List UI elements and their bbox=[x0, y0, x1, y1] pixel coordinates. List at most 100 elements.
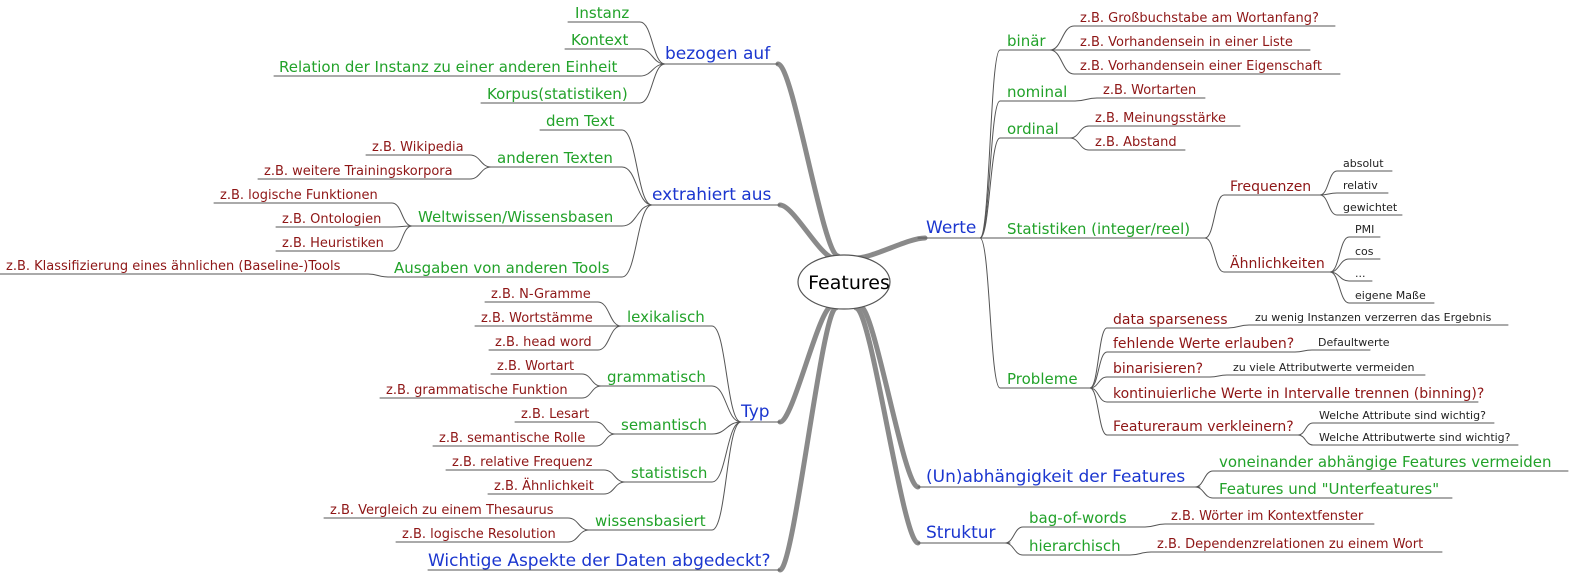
node-vorhandensein-eigenschaft[interactable]: z.B. Vorhandensein einer Eigenschaft bbox=[1080, 59, 1322, 74]
node-trainingskorpora[interactable]: z.B. weitere Trainingskorpora bbox=[264, 164, 453, 179]
line-featureraum bbox=[1089, 387, 1299, 436]
node-wissensbasiert[interactable]: wissensbasiert bbox=[595, 512, 706, 530]
node-dem-text[interactable]: dem Text bbox=[546, 112, 615, 130]
node-absolut[interactable]: absolut bbox=[1343, 157, 1384, 170]
node-aehnlichkeiten[interactable]: Ähnlichkeiten bbox=[1230, 254, 1325, 272]
node-aehnlichkeit[interactable]: z.B. Ähnlichkeit bbox=[494, 478, 594, 494]
node-grammatische-funktion[interactable]: z.B. grammatische Funktion bbox=[386, 383, 568, 398]
node-attribute-wichtig[interactable]: Welche Attribute sind wichtig? bbox=[1319, 409, 1486, 422]
node-fehlende-werte[interactable]: fehlende Werte erlauben? bbox=[1113, 336, 1294, 352]
node-dependenzrelationen[interactable]: z.B. Dependenzrelationen zu einem Wort bbox=[1157, 537, 1423, 552]
node-dots[interactable]: ... bbox=[1355, 267, 1366, 280]
line-instanz bbox=[567, 21, 666, 65]
line-heuristiken bbox=[275, 225, 413, 252]
line-defaultwerte bbox=[1294, 349, 1371, 353]
node-head-word[interactable]: z.B. head word bbox=[495, 335, 592, 350]
root-node[interactable]: Features bbox=[797, 254, 891, 310]
line-attributwerte-vermeiden bbox=[1209, 374, 1426, 378]
node-thesaurus[interactable]: z.B. Vergleich zu einem Thesaurus bbox=[330, 503, 554, 518]
branch-abhaengigkeit[interactable]: (Un)abhängigkeit der Features bbox=[926, 467, 1185, 487]
line-logres bbox=[395, 529, 590, 543]
node-data-sparseness[interactable]: data sparseness bbox=[1113, 312, 1227, 328]
node-zu-wenig-instanzen[interactable]: zu wenig Instanzen verzerren das Ergebni… bbox=[1255, 311, 1492, 324]
node-wortstaemme[interactable]: z.B. Wortstämme bbox=[481, 311, 593, 326]
line-frequenzen bbox=[1204, 194, 1321, 239]
node-hierarchisch[interactable]: hierarchisch bbox=[1029, 537, 1121, 555]
node-probleme[interactable]: Probleme bbox=[1007, 370, 1078, 388]
branch-bezogen-auf[interactable]: bezogen auf bbox=[665, 44, 771, 64]
line-cos bbox=[1329, 258, 1381, 273]
node-bag-of-words[interactable]: bag-of-words bbox=[1029, 509, 1127, 527]
line-probleme bbox=[979, 237, 1091, 389]
node-statistisch[interactable]: statistisch bbox=[631, 464, 707, 482]
node-binaer[interactable]: binär bbox=[1007, 32, 1046, 50]
node-cos[interactable]: cos bbox=[1355, 245, 1374, 258]
node-frequenzen[interactable]: Frequenzen bbox=[1230, 179, 1311, 195]
branch-extrahiert-aus[interactable]: extrahiert aus bbox=[652, 185, 772, 205]
node-n-gramme[interactable]: z.B. N-Gramme bbox=[491, 287, 591, 302]
branch-line-wichtige-aspekte-inner bbox=[778, 306, 838, 572]
node-nominal[interactable]: nominal bbox=[1007, 83, 1067, 101]
line-data-sparseness bbox=[1089, 327, 1229, 389]
node-semantische-rolle[interactable]: z.B. semantische Rolle bbox=[439, 431, 585, 446]
node-semantisch[interactable]: semantisch bbox=[621, 416, 707, 434]
node-gewichtet[interactable]: gewichtet bbox=[1343, 201, 1398, 214]
node-pmi[interactable]: PMI bbox=[1355, 223, 1374, 236]
line-semrolle bbox=[432, 433, 616, 447]
node-logische-funktionen[interactable]: z.B. logische Funktionen bbox=[220, 188, 378, 203]
node-grossbuchstabe[interactable]: z.B. Großbuchstabe am Wortanfang? bbox=[1080, 11, 1319, 26]
node-binarisieren[interactable]: binarisieren? bbox=[1113, 361, 1203, 377]
node-lexikalisch[interactable]: lexikalisch bbox=[627, 308, 705, 326]
line-relfreq bbox=[445, 469, 626, 483]
node-eigene-masse[interactable]: eigene Maße bbox=[1355, 289, 1426, 302]
node-heuristiken[interactable]: z.B. Heuristiken bbox=[282, 236, 384, 251]
line-relativ bbox=[1319, 192, 1389, 196]
node-featureraum[interactable]: Featureraum verkleinern? bbox=[1113, 419, 1294, 435]
line-abstand bbox=[1069, 137, 1186, 151]
node-ordinal[interactable]: ordinal bbox=[1007, 120, 1059, 138]
node-unterfeatures[interactable]: Features und "Unterfeatures" bbox=[1219, 480, 1439, 498]
line-gramfunk bbox=[379, 385, 602, 399]
line-abh-vermeiden bbox=[1194, 470, 1569, 488]
node-meinungsstaerke[interactable]: z.B. Meinungsstärke bbox=[1095, 111, 1226, 126]
node-attributwerte-vermeiden[interactable]: zu viele Attributwerte vermeiden bbox=[1233, 361, 1414, 374]
node-binning[interactable]: kontinuierliche Werte in Intervalle tren… bbox=[1113, 386, 1484, 402]
node-kontext[interactable]: Kontext bbox=[571, 31, 628, 49]
node-kontextfenster[interactable]: z.B. Wörter im Kontextfenster bbox=[1171, 509, 1364, 524]
branch-struktur[interactable]: Struktur bbox=[926, 523, 996, 543]
node-anderen-texten[interactable]: anderen Texten bbox=[497, 149, 613, 167]
node-weltwissen[interactable]: Weltwissen/Wissensbasen bbox=[418, 208, 613, 226]
line-dem-text bbox=[539, 129, 653, 206]
node-grammatisch[interactable]: grammatisch bbox=[607, 368, 706, 386]
node-wortart[interactable]: z.B. Wortart bbox=[497, 359, 574, 374]
node-ausgaben-tools[interactable]: Ausgaben von anderen Tools bbox=[394, 259, 610, 277]
node-logische-resolution[interactable]: z.B. logische Resolution bbox=[402, 527, 556, 542]
branch-wichtige-aspekte[interactable]: Wichtige Aspekte der Daten abgedeckt? bbox=[428, 551, 770, 571]
node-attributwerte-wichtig[interactable]: Welche Attributwerte sind wichtig? bbox=[1319, 431, 1511, 444]
node-relativ[interactable]: relativ bbox=[1343, 179, 1378, 192]
node-abstand[interactable]: z.B. Abstand bbox=[1095, 135, 1177, 150]
line-hierarchisch bbox=[1004, 542, 1131, 556]
line-aehnlichkeiten bbox=[1204, 237, 1331, 273]
line-meinungsstaerke bbox=[1069, 125, 1241, 139]
node-korpus[interactable]: Korpus(statistiken) bbox=[487, 85, 628, 103]
node-wikipedia[interactable]: z.B. Wikipedia bbox=[372, 140, 464, 155]
line-aehnlichkeit bbox=[487, 481, 626, 495]
node-abhaengige-vermeiden[interactable]: voneinander abhängige Features vermeiden bbox=[1219, 453, 1552, 471]
node-lesart[interactable]: z.B. Lesart bbox=[521, 407, 589, 422]
node-wortarten[interactable]: z.B. Wortarten bbox=[1103, 83, 1196, 98]
branch-line-struktur-inner bbox=[854, 306, 920, 545]
node-relation[interactable]: Relation der Instanz zu einer anderen Ei… bbox=[279, 58, 618, 76]
node-baseline-tool[interactable]: z.B. Klassifizierung eines ähnlichen (Ba… bbox=[6, 259, 341, 274]
branch-werte[interactable]: Werte bbox=[926, 218, 976, 238]
node-ontologien[interactable]: z.B. Ontologien bbox=[282, 212, 381, 227]
line-binning bbox=[1089, 387, 1479, 403]
node-defaultwerte[interactable]: Defaultwerte bbox=[1318, 336, 1390, 349]
line-ordinal bbox=[979, 137, 1071, 239]
node-statistiken[interactable]: Statistiken (integer/reel) bbox=[1007, 220, 1190, 238]
branch-typ[interactable]: Typ bbox=[740, 402, 770, 422]
node-vorhandensein-liste[interactable]: z.B. Vorhandensein in einer Liste bbox=[1080, 35, 1293, 50]
node-relative-frequenz[interactable]: z.B. relative Frequenz bbox=[452, 455, 593, 470]
node-instanz[interactable]: Instanz bbox=[575, 4, 629, 22]
line-weltwissen bbox=[411, 204, 653, 227]
